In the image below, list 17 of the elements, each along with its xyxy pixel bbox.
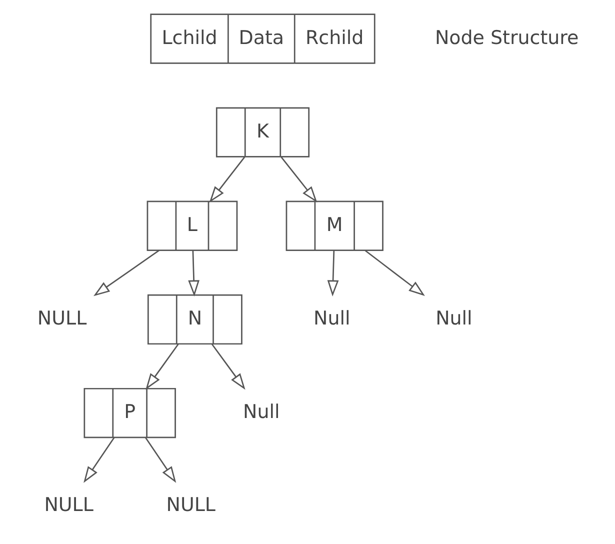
arrow [209,156,246,203]
node-text: NULL [44,494,94,516]
node-text: Null [314,307,350,330]
arrow [212,344,246,390]
arrow [84,437,115,483]
node-text: Null [243,401,280,424]
label: Node Structure [434,26,579,49]
arrow [93,250,160,296]
arrow [145,437,176,483]
arrow [280,156,318,202]
node-text: NULL [166,494,216,516]
arrow [188,250,200,297]
node-text: Null [436,307,472,330]
arrow [364,250,425,296]
arrow [146,344,179,390]
node-text: NULL [37,307,87,330]
arrow [327,250,339,297]
